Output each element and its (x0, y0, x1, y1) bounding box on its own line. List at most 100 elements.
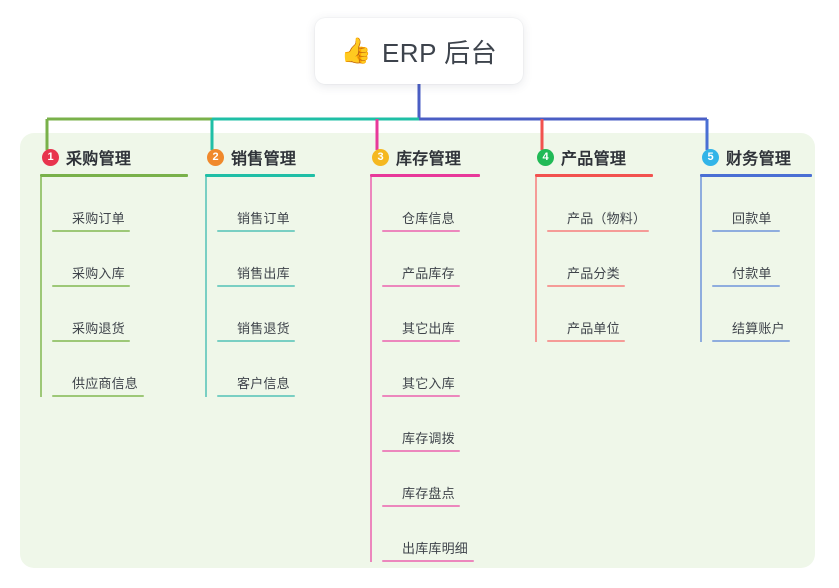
diagram-background-panel (20, 133, 815, 568)
branch-item[interactable]: 库存盘点 (382, 452, 480, 507)
branch-item-label: 出库库明细 (402, 541, 469, 556)
branch-item-rule (217, 340, 295, 342)
branch-item-rule (382, 450, 460, 452)
branch-column-5: 5 财务管理回款单付款单结算账户 (700, 146, 812, 342)
branch-items: 销售订单销售出库销售退货客户信息 (205, 177, 315, 397)
branch-item-label: 仓库信息 (402, 211, 455, 226)
branch-title: 销售管理 (231, 151, 297, 168)
branch-item-label: 采购退货 (72, 321, 125, 336)
branch-item-label: 其它入库 (402, 376, 455, 391)
branch-spine (700, 177, 702, 342)
branch-header-1[interactable]: 1 采购管理 (40, 146, 188, 168)
branch-number-badge: 4 (537, 148, 554, 166)
branch-item-label: 付款单 (732, 266, 772, 281)
branch-item[interactable]: 其它入库 (382, 342, 480, 397)
branch-column-1: 1 采购管理采购订单采购入库采购退货供应商信息 (40, 146, 188, 397)
branch-item-rule (217, 230, 295, 232)
branch-item-rule (382, 285, 460, 287)
branch-item-label: 客户信息 (237, 376, 290, 391)
branch-header-rule (700, 174, 812, 177)
branch-item-label: 销售订单 (237, 211, 290, 226)
branch-item[interactable]: 采购入库 (52, 232, 188, 287)
branch-item-label: 回款单 (732, 211, 772, 226)
branch-item-rule (382, 230, 460, 232)
branch-item-label: 销售退货 (237, 321, 290, 336)
branch-items: 采购订单采购入库采购退货供应商信息 (40, 177, 188, 397)
branch-item-rule (382, 340, 460, 342)
branch-item[interactable]: 销售订单 (217, 177, 315, 232)
branch-number-badge: 1 (42, 148, 59, 166)
branch-item-rule (547, 285, 625, 287)
branch-item-label: 产品分类 (567, 266, 620, 281)
branch-items: 回款单付款单结算账户 (700, 177, 812, 342)
branch-item-label: 库存盘点 (402, 486, 455, 501)
branch-header-2[interactable]: 2 销售管理 (205, 146, 315, 168)
branch-item-rule (547, 340, 625, 342)
branch-item[interactable]: 仓库信息 (382, 177, 480, 232)
branch-column-2: 2 销售管理销售订单销售出库销售退货客户信息 (205, 146, 315, 397)
branch-title: 财务管理 (726, 151, 792, 168)
branch-item-rule (52, 340, 130, 342)
branch-item-label: 产品库存 (402, 266, 455, 281)
branch-item-rule (52, 395, 144, 397)
thumbs-up-icon: 👍 (340, 36, 372, 65)
branch-item-label: 采购入库 (72, 266, 125, 281)
branch-header-rule (40, 174, 188, 177)
branch-spine (370, 177, 372, 562)
branch-item[interactable]: 产品库存 (382, 232, 480, 287)
branch-item[interactable]: 产品分类 (547, 232, 653, 287)
branch-item[interactable]: 回款单 (712, 177, 812, 232)
branch-item[interactable]: 供应商信息 (52, 342, 188, 397)
branch-item-rule (382, 505, 460, 507)
branch-header-rule (370, 174, 480, 177)
branch-item-label: 结算账户 (732, 321, 785, 336)
branch-column-3: 3 库存管理仓库信息产品库存其它出库其它入库库存调拨库存盘点出库库明细 (370, 146, 480, 562)
branch-item-rule (52, 285, 130, 287)
branch-item[interactable]: 出库库明细 (382, 507, 480, 562)
branch-spine (205, 177, 207, 397)
branch-item[interactable]: 采购退货 (52, 287, 188, 342)
branch-item[interactable]: 产品单位 (547, 287, 653, 342)
branch-item-rule (712, 230, 780, 232)
branch-header-rule (535, 174, 653, 177)
branch-title: 采购管理 (66, 151, 132, 168)
branch-item[interactable]: 结算账户 (712, 287, 812, 342)
branch-item[interactable]: 其它出库 (382, 287, 480, 342)
branch-item-rule (217, 285, 295, 287)
branch-items: 仓库信息产品库存其它出库其它入库库存调拨库存盘点出库库明细 (370, 177, 480, 562)
branch-header-rule (205, 174, 315, 177)
branch-item-rule (382, 395, 460, 397)
branch-item-label: 产品单位 (567, 321, 620, 336)
branch-item-label: 产品（物料） (567, 211, 647, 226)
branch-item-rule (712, 285, 780, 287)
branch-items: 产品（物料） 产品分类产品单位 (535, 177, 653, 342)
branch-item-label: 销售出库 (237, 266, 290, 281)
branch-number-badge: 5 (702, 148, 719, 166)
branch-item-label: 其它出库 (402, 321, 455, 336)
branch-item[interactable]: 销售出库 (217, 232, 315, 287)
branch-item-rule (382, 560, 474, 562)
branch-item[interactable]: 销售退货 (217, 287, 315, 342)
branch-item[interactable]: 客户信息 (217, 342, 315, 397)
branch-item-rule (52, 230, 130, 232)
root-node[interactable]: 👍 ERP 后台 (315, 18, 523, 84)
branch-item-rule (217, 395, 295, 397)
branch-spine (535, 177, 537, 342)
branch-number-badge: 3 (372, 148, 389, 166)
branch-header-5[interactable]: 5 财务管理 (700, 146, 812, 168)
branch-item-label: 供应商信息 (72, 376, 139, 391)
branch-item-label: 库存调拨 (402, 431, 455, 446)
branch-header-3[interactable]: 3 库存管理 (370, 146, 480, 168)
branch-item-label: 采购订单 (72, 211, 125, 226)
branch-item[interactable]: 产品（物料） (547, 177, 653, 232)
branch-item[interactable]: 采购订单 (52, 177, 188, 232)
branch-title: 库存管理 (396, 151, 462, 168)
branch-item[interactable]: 库存调拨 (382, 397, 480, 452)
branch-item-rule (547, 230, 649, 232)
root-title: ERP 后台 (381, 37, 498, 68)
branch-number-badge: 2 (207, 148, 224, 166)
branch-spine (40, 177, 42, 397)
branch-item[interactable]: 付款单 (712, 232, 812, 287)
